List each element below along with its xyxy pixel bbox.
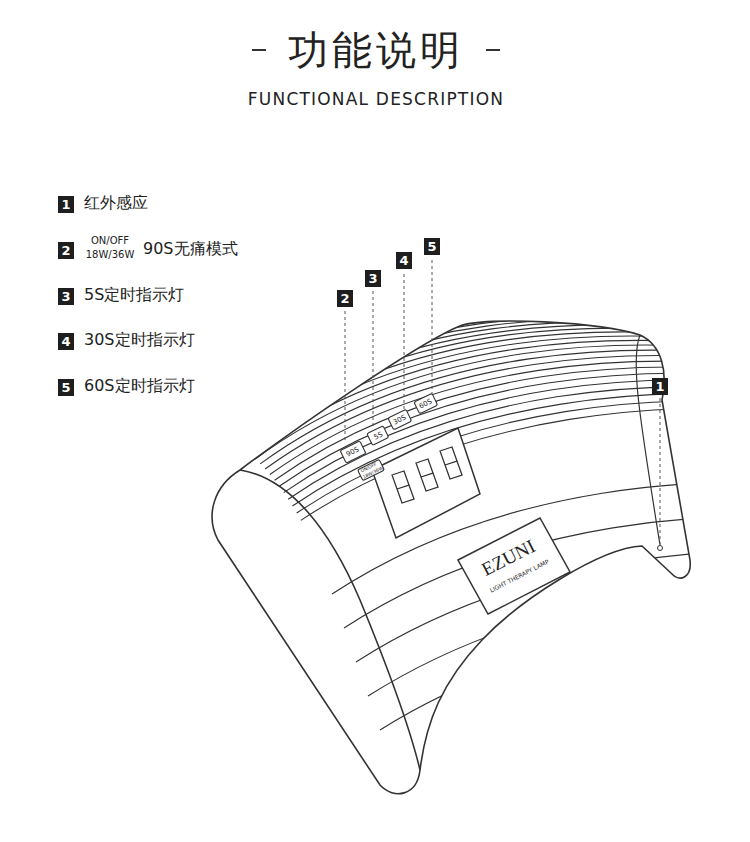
callout-number: 3 [365,270,381,287]
subtitle: FUNCTIONAL DESCRIPTION [248,90,504,110]
name-plate [458,518,570,614]
digit-segment [440,447,462,479]
rib-line [275,367,750,480]
ir-sensor [658,546,663,551]
function-text: 红外感应 [84,194,148,212]
display-panel [372,428,480,538]
rib-line [265,356,750,470]
title-dash [252,49,266,51]
function-text: 5S定时指示灯 [84,286,184,304]
callout-number: 1 [652,378,668,395]
display-digits [392,447,462,503]
lamp-side-edge [636,335,660,545]
rib-line [284,380,750,493]
callout-number: 2 [58,242,74,259]
rib-line [245,336,750,450]
leader-lines [345,260,660,544]
callout-number: 4 [58,333,74,350]
title: 功能说明 [288,27,464,73]
function-text: ON/OFF [91,235,129,247]
rib-line [297,401,750,513]
lamp-outline [212,321,690,794]
rib-line [368,585,750,696]
function-text: 18W/36W [86,249,135,261]
rib-line [240,332,750,447]
function-text: 90S无痛模式 [143,240,238,258]
digit-segment [392,471,414,503]
callout-number: 3 [58,288,74,305]
callout-number: 5 [424,238,440,255]
callout-number: 1 [58,196,74,213]
buttons [340,393,438,480]
digit-segment [416,459,438,491]
title-dash [486,49,500,51]
rib-line [380,619,750,730]
rib-line [218,319,750,435]
rib-line [255,345,750,459]
function-text: 60S定时指示灯 [84,377,195,395]
function-text: 30S定时指示灯 [84,331,195,349]
rib-line [301,408,750,520]
rib-line [288,387,750,500]
callout-number: 4 [396,252,412,269]
lamp-ribs [200,314,750,730]
callout-number: 5 [58,379,74,396]
rib-line [292,394,750,506]
callout-number: 2 [337,290,353,307]
